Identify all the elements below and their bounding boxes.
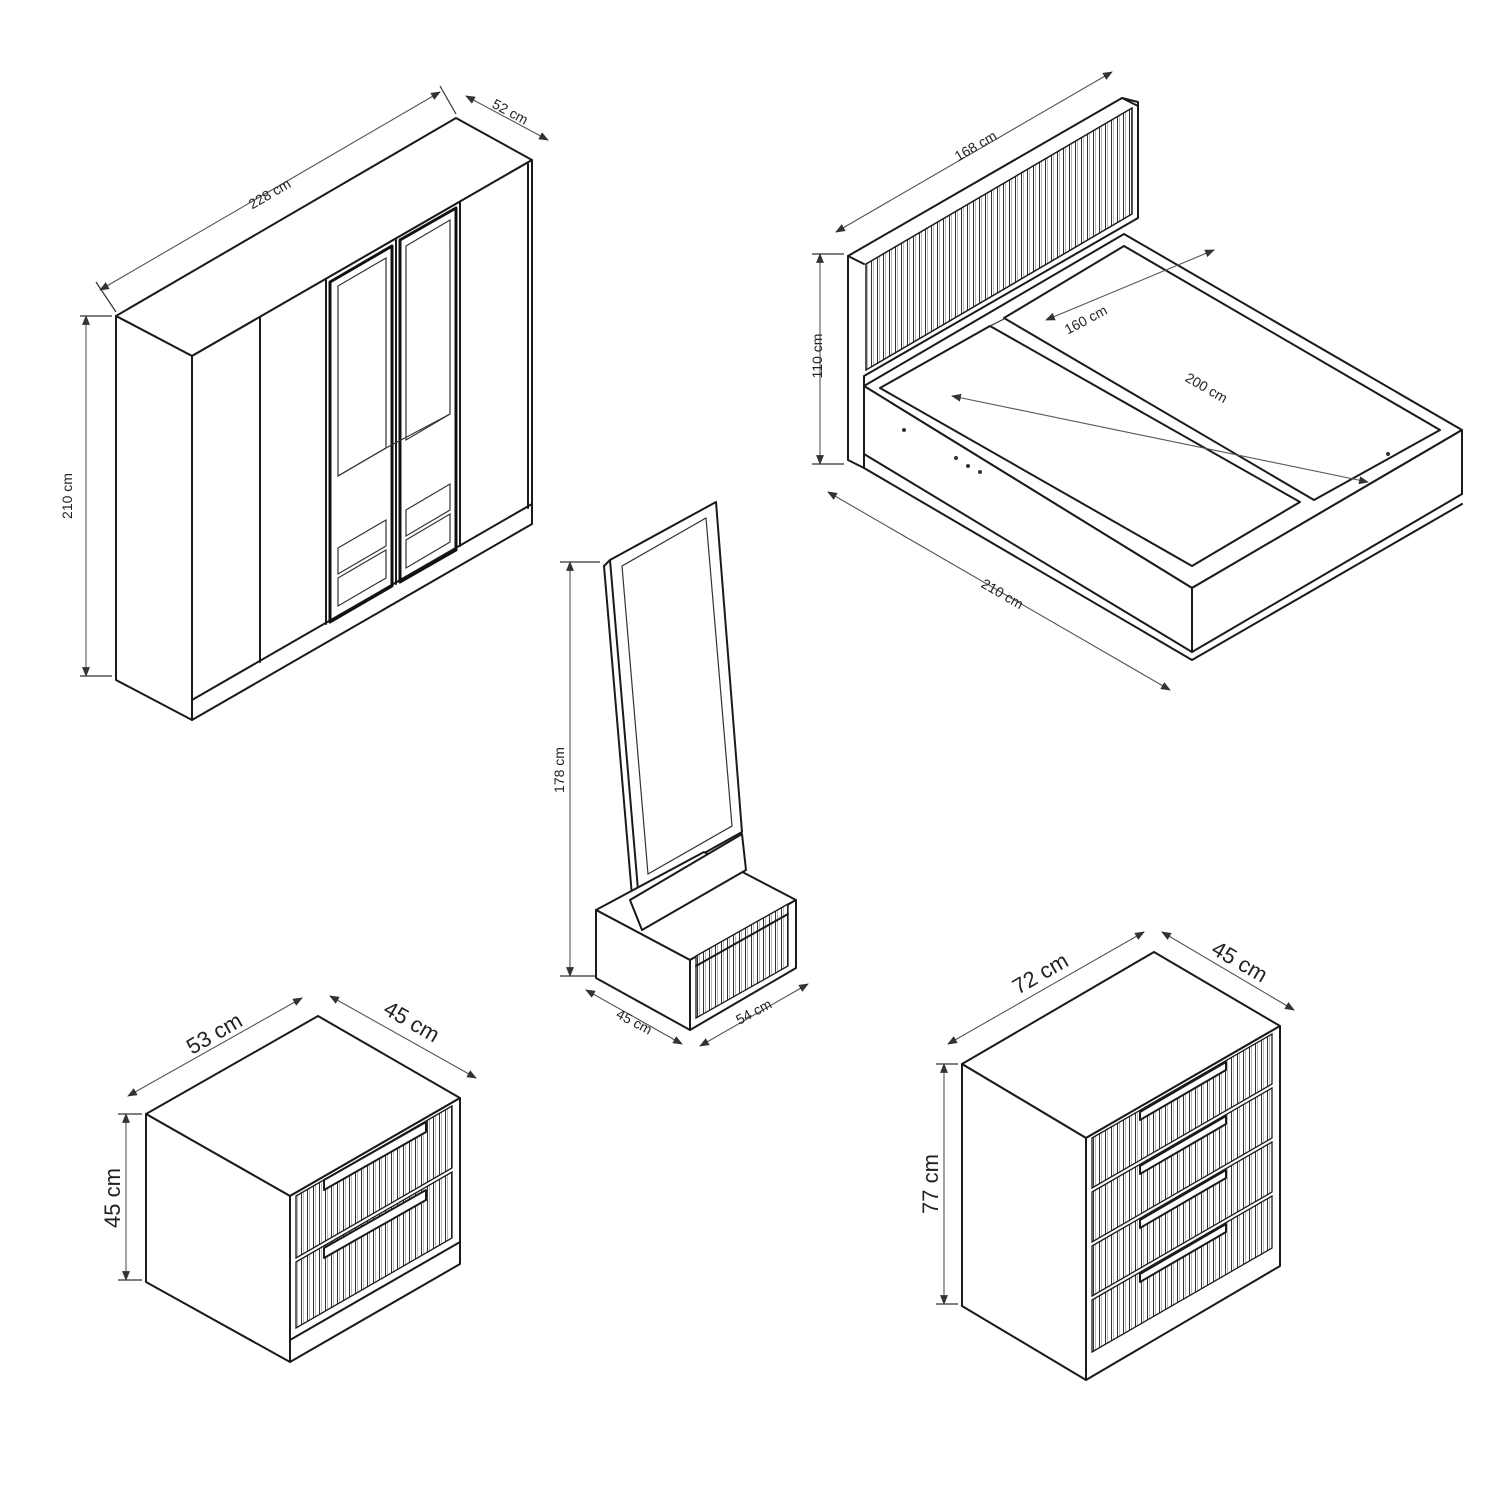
mirror-depth-label: 45 cm	[614, 1006, 655, 1038]
mirror-width-dim	[699, 983, 809, 1047]
standing-mirror: 178 cm 45 cm 54 cm	[551, 501, 809, 1047]
nightstand-depth-dim	[329, 995, 477, 1079]
mirror-height-label: 178 cm	[551, 747, 567, 793]
dresser-width-dim	[947, 931, 1145, 1045]
dresser-depth-dim	[1161, 931, 1295, 1011]
mirror-depth-dim	[585, 989, 683, 1045]
mirror-frame	[603, 501, 743, 897]
wardrobe-depth-label: 52 cm	[490, 96, 531, 128]
wardrobe-body	[115, 117, 533, 721]
dresser-depth-label: 45 cm	[1208, 936, 1272, 988]
wardrobe-depth-dim	[465, 95, 549, 141]
nightstand-width-dim	[127, 997, 303, 1097]
nightstand-height-label: 45 cm	[100, 1168, 125, 1228]
bed: 168 cm 110 cm 160 cm 200 cm 210 cm	[809, 71, 1463, 691]
bed-width-dim	[835, 71, 1113, 233]
nightstand-width-label: 53 cm	[182, 1008, 246, 1060]
wardrobe-height-label: 210 cm	[59, 473, 75, 519]
dresser-height-label: 77 cm	[918, 1154, 943, 1214]
wardrobe-width-label: 228 cm	[246, 175, 294, 212]
dresser-body	[961, 951, 1281, 1381]
bed-height-label: 110 cm	[809, 334, 825, 379]
bed-inner-length-dim	[951, 393, 1369, 485]
wardrobe-width-dim	[99, 91, 441, 291]
bed-length-label: 210 cm	[979, 575, 1027, 612]
bed-inner-width-dim	[1045, 249, 1215, 321]
dresser: 72 cm 45 cm 77 cm	[918, 931, 1295, 1381]
nightstand: 53 cm 45 cm 45 cm	[100, 995, 477, 1363]
bed-length-dim	[827, 491, 1171, 691]
nightstand-body	[145, 1015, 461, 1363]
bed-width-label: 168 cm	[952, 127, 1000, 164]
wardrobe: 228 cm 52 cm 210 cm	[59, 85, 549, 721]
nightstand-depth-label: 45 cm	[380, 996, 444, 1048]
